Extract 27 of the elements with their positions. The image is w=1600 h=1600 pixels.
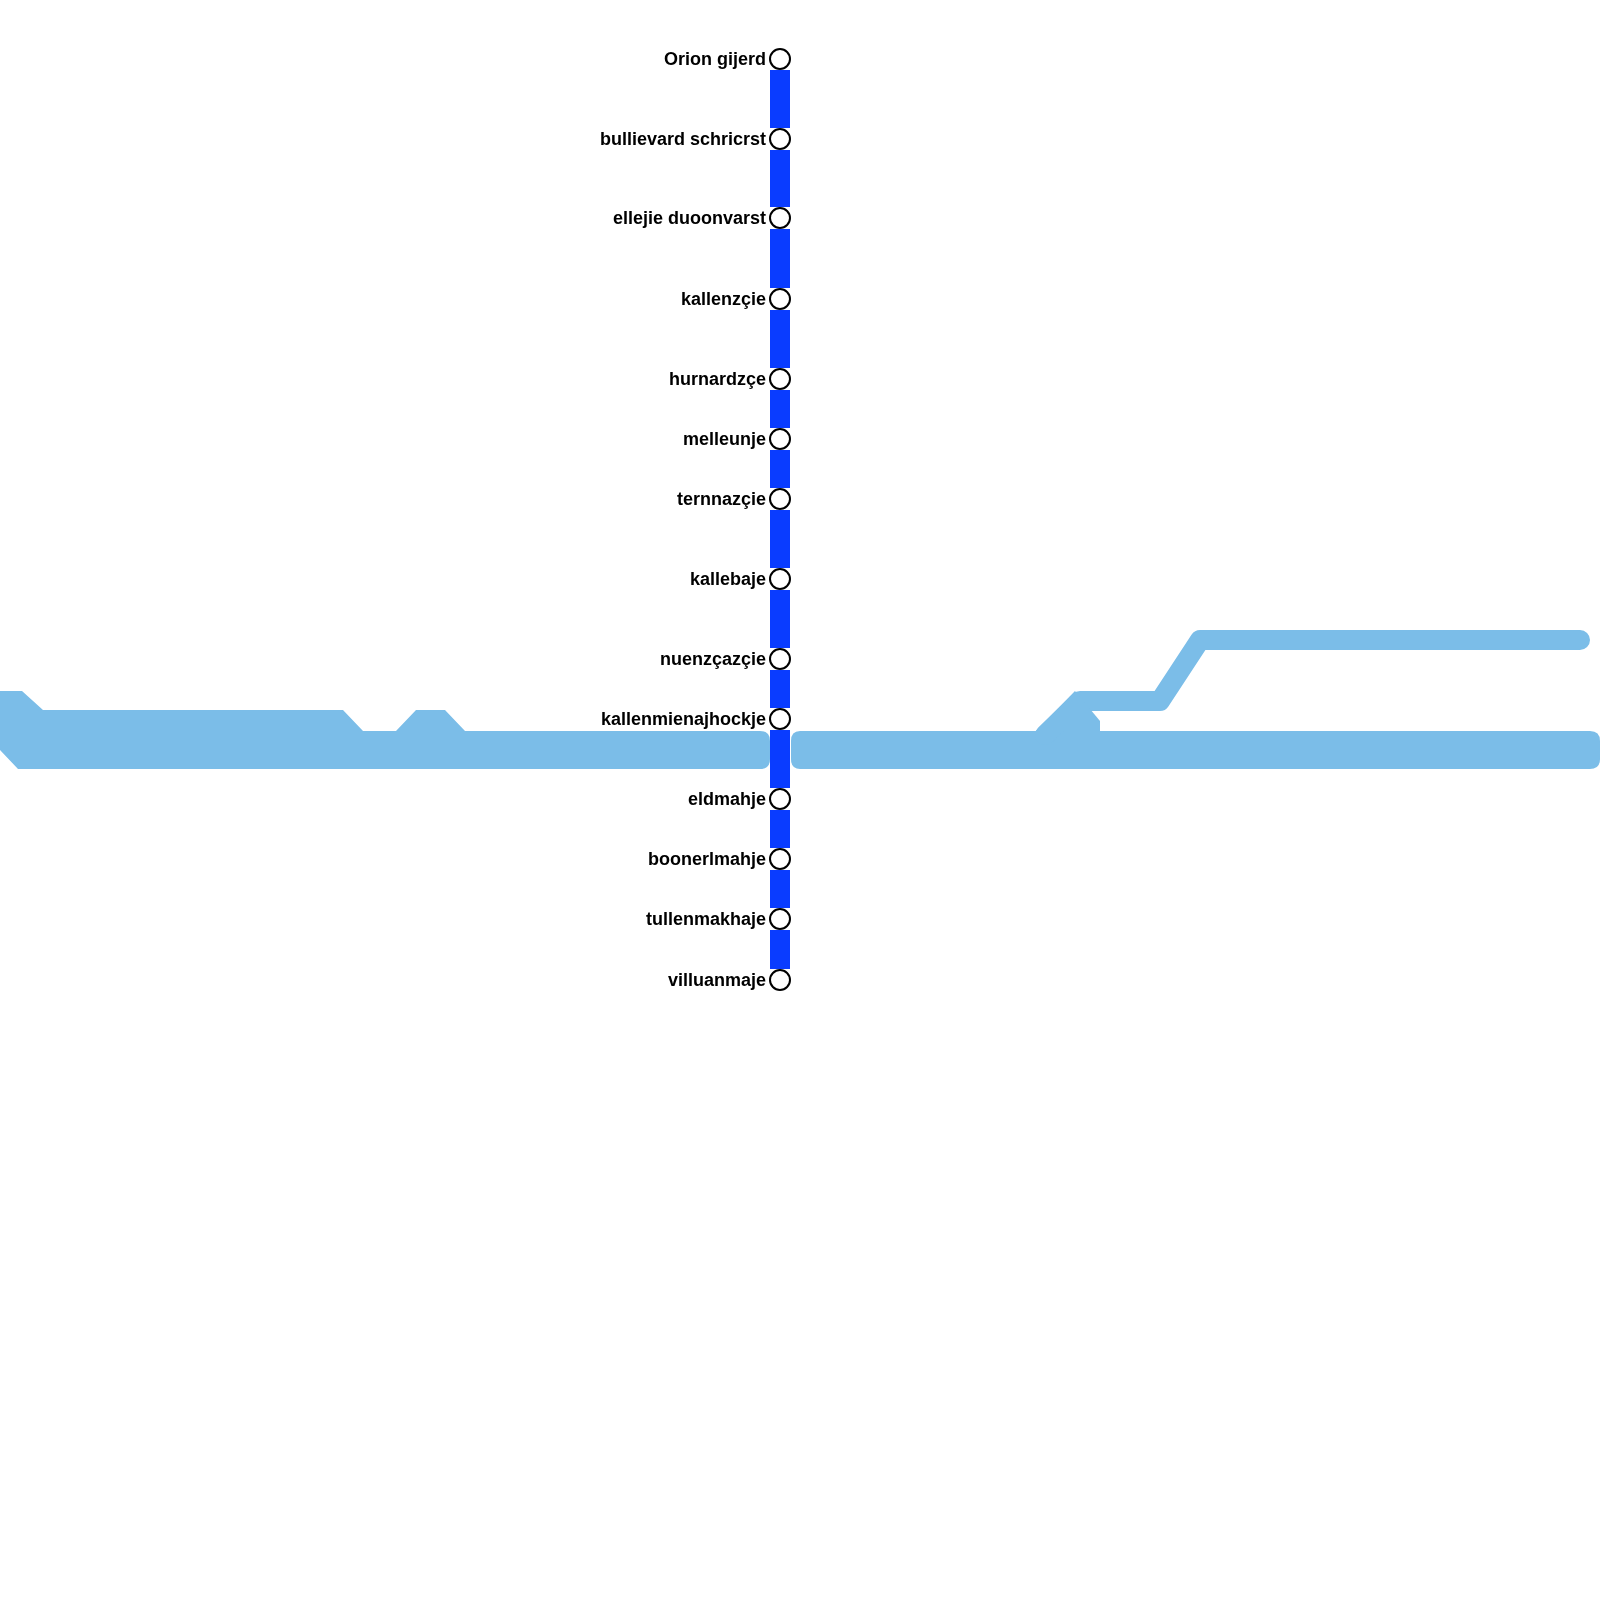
metro-line [770,590,790,648]
station-label: hurnardzçe [668,370,766,388]
station-label: kallenmienajhockje [600,710,766,728]
metro-line [770,510,790,568]
metro-line [770,450,790,488]
metro-line [770,150,790,207]
station-label: melleunje [682,430,766,448]
metro-line [770,670,790,708]
station-label: bullievard schricrst [599,130,766,148]
station-label: ternnazçie [676,490,766,508]
metro-line [770,730,790,788]
metro-line [770,810,790,848]
metro-line [770,229,790,288]
metro-line [770,870,790,908]
station-label: villuanmaje [667,971,766,989]
station-label: Orion gijerd [664,50,766,68]
station-label: boonerlmahje [647,850,766,868]
station-label: nuenzçazçie [659,650,766,668]
metro-line [770,930,790,969]
metro-line [770,390,790,428]
station-label: eldmahje [687,790,766,808]
station-label: tullenmakhaje [645,910,766,928]
metro-line [770,70,790,128]
station-label: kallenzçie [680,290,766,308]
station-label: kallebaje [689,570,766,588]
metro-line [770,310,790,368]
station-label: ellejie duoonvarst [612,209,766,227]
